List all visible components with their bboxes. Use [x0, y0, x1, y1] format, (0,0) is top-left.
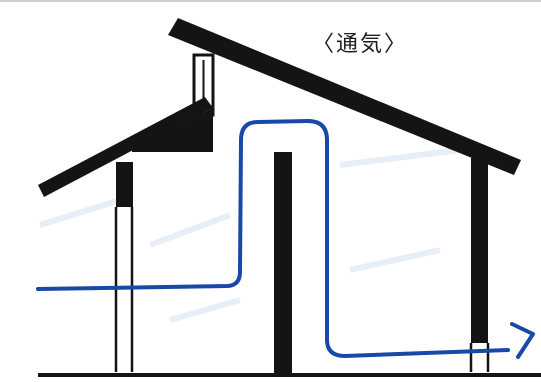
lower-roof-gable	[132, 108, 213, 152]
airflow-path	[36, 119, 510, 358]
left-post-head	[116, 162, 133, 207]
paper-texture	[39, 147, 461, 323]
main-roof	[168, 18, 521, 175]
lower-roof	[38, 97, 213, 197]
airflow-arrowhead	[510, 322, 535, 359]
right-post-head	[471, 158, 488, 343]
diagram-label: 〈通気〉	[312, 32, 409, 57]
center-wall	[274, 152, 292, 373]
